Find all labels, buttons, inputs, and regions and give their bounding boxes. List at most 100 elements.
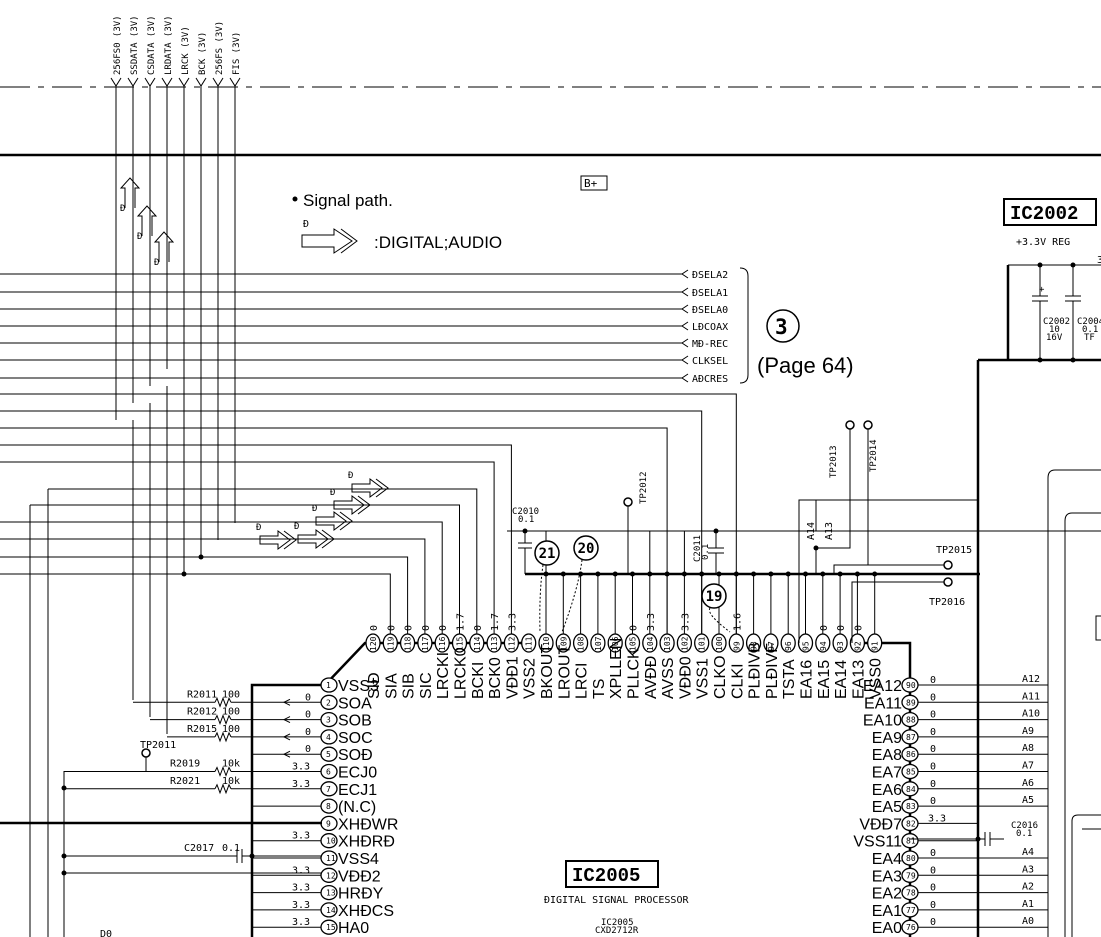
top-pin-circle-116 — [434, 633, 450, 653]
top-pin-number-107: 107 — [594, 636, 603, 651]
right-pin-number-77: 77 — [906, 906, 916, 915]
signal-up-arrow-icon-1 — [136, 205, 158, 236]
left-pin-number-3: 3 — [326, 716, 331, 725]
connector-number: 3 — [775, 315, 788, 339]
top-pin-name-96: TSTA — [781, 659, 798, 699]
top-pin-junction-99 — [733, 571, 739, 577]
left-pin-number-12: 12 — [326, 871, 336, 880]
right-pin-voltage-80: 0 — [930, 848, 936, 859]
top-pin-voltage-92: 0 — [853, 625, 864, 631]
right-pin-voltage-88: 0 — [930, 710, 936, 721]
right-pin-voltage-83: 0 — [930, 796, 936, 807]
top-pin-name-109: LROUT — [556, 645, 573, 699]
junction-lrck — [181, 571, 187, 577]
path-arrow-tail-3 — [321, 529, 335, 549]
right-frame-outer — [1047, 469, 1101, 937]
top-pin-voltage-99: 1.6 — [732, 613, 743, 631]
right-pin-name-80: EA4 — [872, 851, 902, 868]
tp2012-label: TP2012 — [639, 471, 649, 504]
top-pin-voltage-117: 0 — [421, 625, 432, 631]
right-pin-bus-85: A7 — [1022, 761, 1034, 772]
left-pin-voltage-12: 3.3 — [292, 865, 310, 876]
top-signal-arrow-7 — [229, 77, 241, 87]
c2011-value: 0.1 — [701, 544, 711, 560]
top-pin-junction-94 — [820, 571, 826, 577]
supply-tag-label: B+ — [584, 177, 598, 190]
left-pin-name-15: HA0 — [338, 920, 369, 937]
left-pin-name-10: XHĐRĐ — [338, 834, 395, 851]
ea14-rail-label: A14 — [806, 522, 817, 540]
right-pin-number-79: 79 — [906, 871, 916, 880]
top-pin-name-104: AVĐĐ — [643, 656, 660, 699]
c2016-value: 0.1 — [1016, 829, 1032, 839]
ladder-wire-2 — [0, 427, 668, 643]
connector-arrow-4 — [681, 338, 689, 348]
right-pin-number-88: 88 — [906, 716, 916, 725]
tp2014-testpoint — [833, 420, 873, 574]
tp2016-testpoint — [851, 577, 953, 643]
left-pin-name-5: SOĐ — [338, 747, 373, 764]
resistor-zigzag-3 — [214, 766, 232, 777]
top-pin-name-111: VSS2 — [522, 658, 539, 699]
left-pin-name-6: ECJ0 — [338, 765, 377, 782]
resistor-zigzag-2 — [214, 731, 232, 743]
path-arrow-icon-2 — [315, 511, 347, 531]
left-pin-number-2: 2 — [326, 698, 331, 707]
right-pin-name-82: VĐĐ7 — [859, 816, 902, 833]
top-signal-arrow-4 — [178, 77, 190, 87]
right-pin-name-85: EA7 — [872, 765, 902, 782]
top-pin-name-91: VSS0 — [868, 658, 885, 699]
top-pin-name-113: BCK0 — [487, 657, 504, 699]
ic2005-description: ĐIGITAL SIGNAL PROCESSOR — [544, 895, 689, 906]
c2004-ref: C2004 — [1077, 317, 1101, 327]
connector-signal-2: ĐSELA0 — [692, 305, 728, 316]
top-pin-number-110: 110 — [542, 636, 551, 651]
connector-signal-4: MĐ-REC — [692, 339, 728, 350]
c2002-rating: 16V — [1046, 333, 1063, 343]
top-pin-number-95: 95 — [802, 641, 811, 651]
ic2002-label-box — [1003, 198, 1097, 226]
left-pin-name-14: XHĐCS — [338, 903, 394, 920]
left-pin-arrow-1 — [282, 698, 291, 706]
top-pin-junction-95 — [803, 571, 808, 577]
path-arrow-tail-2 — [339, 511, 353, 531]
right-pin-name-79: EA3 — [872, 868, 902, 885]
ladder-wire-5 — [48, 488, 478, 643]
left-wire-bundle — [0, 393, 737, 937]
c2010-ref: C2010 — [512, 507, 539, 517]
top-pin-voltage-104: 3.3 — [646, 613, 657, 631]
top-signal-label-3: LRDATA (3V) — [164, 15, 174, 75]
ladder-wire-6 — [30, 504, 460, 643]
top-signal-label-7: FIS (3V) — [232, 32, 242, 75]
top-pin-circle-113 — [486, 633, 502, 653]
left-pin-number-7: 7 — [326, 785, 331, 794]
connector-signal-3: LĐCOAX — [692, 322, 728, 333]
signal-up-arrow-mark-2: Đ — [154, 258, 159, 268]
right-pin-bus-77: A1 — [1022, 899, 1034, 910]
callout-pointer-1 — [561, 559, 583, 633]
top-pin-voltage-105: 0 — [629, 625, 640, 631]
top-pin-name-115: LRCK0 — [453, 647, 470, 699]
top-pin-name-99: CLKI — [729, 663, 746, 699]
top-pin-name-103: AVSS — [660, 658, 677, 700]
resistor-value-4: 10k — [222, 776, 240, 787]
top-pin-voltage-120: 0 — [369, 625, 380, 631]
top-pin-name-117: SIC — [418, 672, 435, 699]
left-pin-number-8: 8 — [326, 802, 331, 811]
legend-item-label: :DIGITAL;AUDIO — [374, 233, 502, 252]
top-pin-number-116: 116 — [438, 636, 447, 651]
path-arrow-icon-1 — [333, 495, 365, 515]
resistor-zigzag-4 — [214, 783, 232, 795]
c2004-rating: TF — [1084, 333, 1095, 343]
ic2005-part: CXD2712R — [595, 926, 639, 936]
left-pin-arrow-4 — [282, 750, 291, 758]
top-pin-number-104: 104 — [646, 636, 655, 651]
right-pin-bus-83: A5 — [1022, 795, 1034, 806]
connector-signal-5: CLKSEL — [692, 356, 728, 367]
left-pin-number-14: 14 — [326, 906, 336, 915]
c2002-value: 10 — [1049, 325, 1060, 335]
right-pin-name-78: EA2 — [872, 886, 902, 903]
top-pin-voltage-118: 0 — [404, 625, 415, 631]
ic2005-ref: IC2005 — [601, 918, 634, 928]
right-pin-bus-78: A2 — [1022, 882, 1034, 893]
